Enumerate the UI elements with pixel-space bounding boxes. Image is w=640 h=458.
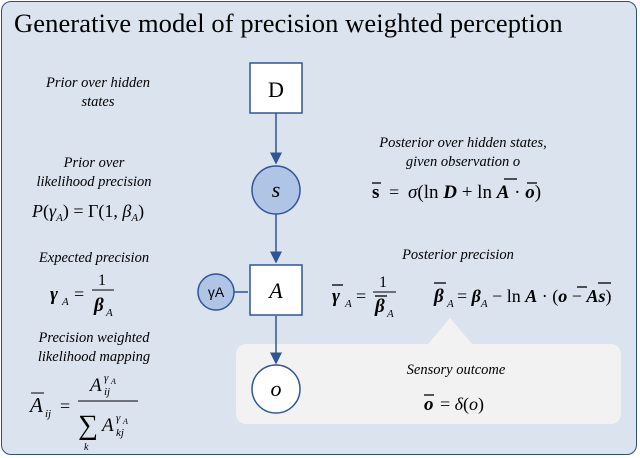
node-d: D bbox=[249, 62, 303, 114]
svg-text:1: 1 bbox=[98, 272, 106, 289]
svg-text:∑: ∑ bbox=[78, 410, 98, 441]
label-precision-weighted-text: Precision weighted likelihood mapping bbox=[37, 330, 151, 365]
svg-text:σ(ln D + ln A · o): σ(ln D + ln A · o) bbox=[408, 182, 541, 203]
svg-text:=: = bbox=[389, 182, 399, 202]
label-posterior-precision-text: Posterior precision bbox=[402, 247, 514, 263]
svg-text:ij: ij bbox=[104, 386, 110, 398]
svg-text:γ: γ bbox=[332, 286, 340, 307]
svg-text:γ: γ bbox=[50, 284, 58, 305]
svg-text:A: A bbox=[88, 375, 102, 396]
svg-text:β: β bbox=[374, 296, 385, 317]
label-sensory-outcome-text: Sensory outcome bbox=[406, 362, 506, 378]
node-gamma-label: γA bbox=[208, 284, 225, 300]
svg-text:ij: ij bbox=[45, 408, 51, 420]
label-posterior-precision: Posterior precision bbox=[378, 246, 538, 265]
svg-text:s: s bbox=[372, 182, 379, 203]
posterior-gamma-equation: γ A = 1 β A bbox=[332, 274, 396, 320]
page-title: Generative model of precision weighted p… bbox=[14, 8, 563, 38]
precision-weighted-equation: A ij = A ij γ A ∑ k A kj γ A bbox=[28, 372, 138, 453]
svg-text:A: A bbox=[110, 377, 116, 386]
node-d-label: D bbox=[268, 77, 284, 102]
label-sensory-outcome: Sensory outcome bbox=[386, 361, 526, 380]
svg-text:1: 1 bbox=[379, 274, 387, 291]
svg-text:P(γA) = Γ(1, βA): P(γA) = Γ(1, βA) bbox=[31, 201, 144, 224]
svg-text:A: A bbox=[100, 415, 114, 436]
svg-text:k: k bbox=[84, 442, 89, 453]
label-posterior-hidden-text: Posterior over hidden states, given obse… bbox=[379, 135, 547, 170]
label-prior-likelihood-text: Prior over likelihood precision bbox=[36, 155, 152, 190]
expected-precision-equation: γ A = 1 β A bbox=[50, 272, 114, 319]
svg-text:A: A bbox=[61, 296, 69, 308]
node-a: A bbox=[249, 264, 303, 316]
node-s-label: s bbox=[272, 177, 281, 202]
node-o: o bbox=[251, 364, 301, 414]
svg-text:A: A bbox=[446, 298, 454, 310]
sensory-outcome-equation: o = δ(o) bbox=[424, 394, 484, 415]
svg-text:γ: γ bbox=[116, 412, 121, 424]
prior-likelihood-equation: P(γA) = Γ(1, βA) bbox=[31, 201, 144, 224]
svg-text:kj: kj bbox=[116, 427, 124, 439]
svg-text:A: A bbox=[28, 393, 43, 417]
label-prior-hidden-text: Prior over hidden states bbox=[46, 75, 150, 110]
svg-text:A: A bbox=[386, 308, 394, 320]
svg-text:β: β bbox=[433, 286, 444, 307]
svg-text:=: = bbox=[74, 284, 84, 304]
svg-text:= δ(o): = δ(o) bbox=[440, 394, 484, 415]
node-s: s bbox=[251, 165, 301, 215]
svg-text:= βA − ln A · (o − As): = βA − ln A · (o − As) bbox=[457, 286, 611, 310]
sensory-outcome-highlight bbox=[236, 318, 621, 424]
label-expected-precision-text: Expected precision bbox=[38, 250, 150, 266]
svg-text:A: A bbox=[122, 417, 128, 426]
label-precision-weighted: Precision weighted likelihood mapping bbox=[14, 329, 174, 367]
node-o-label: o bbox=[271, 376, 282, 401]
svg-text:A: A bbox=[344, 298, 352, 310]
svg-text:o: o bbox=[424, 394, 434, 415]
posterior-hidden-equation: s = σ(ln D + ln A · o) bbox=[372, 178, 541, 203]
label-prior-hidden: Prior over hidden states bbox=[18, 74, 178, 112]
label-expected-precision: Expected precision bbox=[14, 249, 174, 268]
posterior-beta-equation: β A = βA − ln A · (o − As) bbox=[433, 282, 611, 310]
svg-text:A: A bbox=[105, 307, 113, 319]
label-prior-likelihood: Prior over likelihood precision bbox=[14, 154, 174, 192]
svg-text:=: = bbox=[60, 396, 70, 416]
node-gamma: γA bbox=[197, 273, 235, 311]
svg-text:β: β bbox=[93, 295, 104, 316]
svg-text:γ: γ bbox=[104, 372, 109, 384]
label-posterior-hidden: Posterior over hidden states, given obse… bbox=[348, 134, 578, 172]
node-a-label: A bbox=[267, 278, 283, 303]
svg-text:=: = bbox=[356, 286, 366, 306]
